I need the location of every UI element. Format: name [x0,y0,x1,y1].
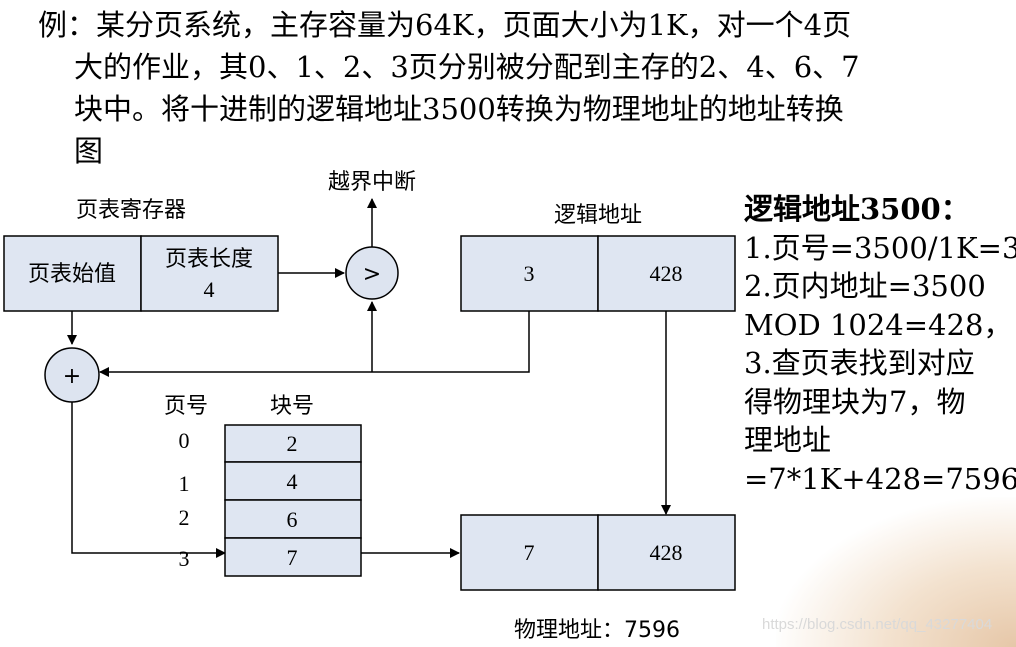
block-number-1: 4 [287,469,298,494]
page-table-start-label: 页表始值 [28,262,116,287]
page-table-register-label: 页表寄存器 [76,198,186,223]
physical-offset-cell [597,514,736,591]
problem-line-4: 图 [74,134,104,168]
calculation-line: 理地址 [744,423,832,457]
calculation-title: 逻辑地址3500： [744,192,970,226]
adder-to-page-table-arrow [71,402,226,558]
block-number-3: 7 [287,545,298,570]
calculation-line: MOD 1024=428， [744,307,1013,342]
overflow-interrupt-label: 越界中断 [328,170,416,195]
page-table-row [224,461,362,501]
page-table-row [224,537,362,577]
logical-page-number: 3 [524,261,535,286]
page-number-0: 0 [179,428,190,453]
background-decoration [776,497,1016,647]
problem-line-3: 块中。将十进制的逻辑地址3500转换为物理地址的地址转换 [74,92,844,126]
problem-statement: 例：某分页系统，主存容量为64K，页面大小为1K，对一个4页 大的作业，其0、1… [38,4,978,172]
page-table-row [224,499,362,539]
physical-block-cell [460,514,599,591]
physical-block: 7 [524,540,535,565]
logical-offset-cell [597,235,736,312]
logical-page-number-cell [460,235,599,312]
calculation-line: 3.查页表找到对应 [744,346,975,380]
calculation-line: 1.页号=3500/1K=3 [744,230,1016,265]
page-table-length-value: 4 [204,277,215,302]
block-number-0: 2 [287,431,298,456]
page-table: 2 4 6 7 0 1 2 3 [179,424,362,577]
page-number-header: 页号 [164,394,208,419]
calculation-line: =7*1K+428=7596 [744,461,1016,496]
page-number-line [372,311,530,373]
calculation-line: 得物理块为7，物 [744,384,966,419]
adder-symbol: + [63,364,81,389]
block-number-2: 6 [287,507,298,532]
calculation-line: 2.页内地址=3500 [744,269,986,303]
address-translation-diagram: 页表寄存器 页表始值 页表长度 4 > 越界中断 逻辑地址 3 428 + 页号… [3,170,736,643]
calculation-panel: 逻辑地址3500： 1.页号=3500/1K=3 2.页内地址=3500 MOD… [744,190,1016,498]
logical-address-label: 逻辑地址 [554,203,642,228]
logical-offset: 428 [650,261,683,286]
page-table-length-cell [140,235,279,312]
page-table-start-cell [3,235,142,312]
problem-line-1: 例：某分页系统，主存容量为64K，页面大小为1K，对一个4页 [38,8,852,42]
page-number-3: 3 [179,546,190,571]
physical-offset: 428 [650,540,683,565]
physical-address-caption: 物理地址：7596 [514,618,680,643]
problem-line-2: 大的作业，其0、1、2、3页分别被分配到主存的2、4、6、7 [74,50,860,84]
block-number-header: 块号 [270,394,314,419]
page-table-length-label: 页表长度 [165,247,253,272]
page-number-2: 2 [179,505,190,530]
watermark-text: https://blog.csdn.net/qq_43277404 [762,616,993,633]
comparator-symbol: > [363,262,381,287]
page-number-1: 1 [179,471,190,496]
